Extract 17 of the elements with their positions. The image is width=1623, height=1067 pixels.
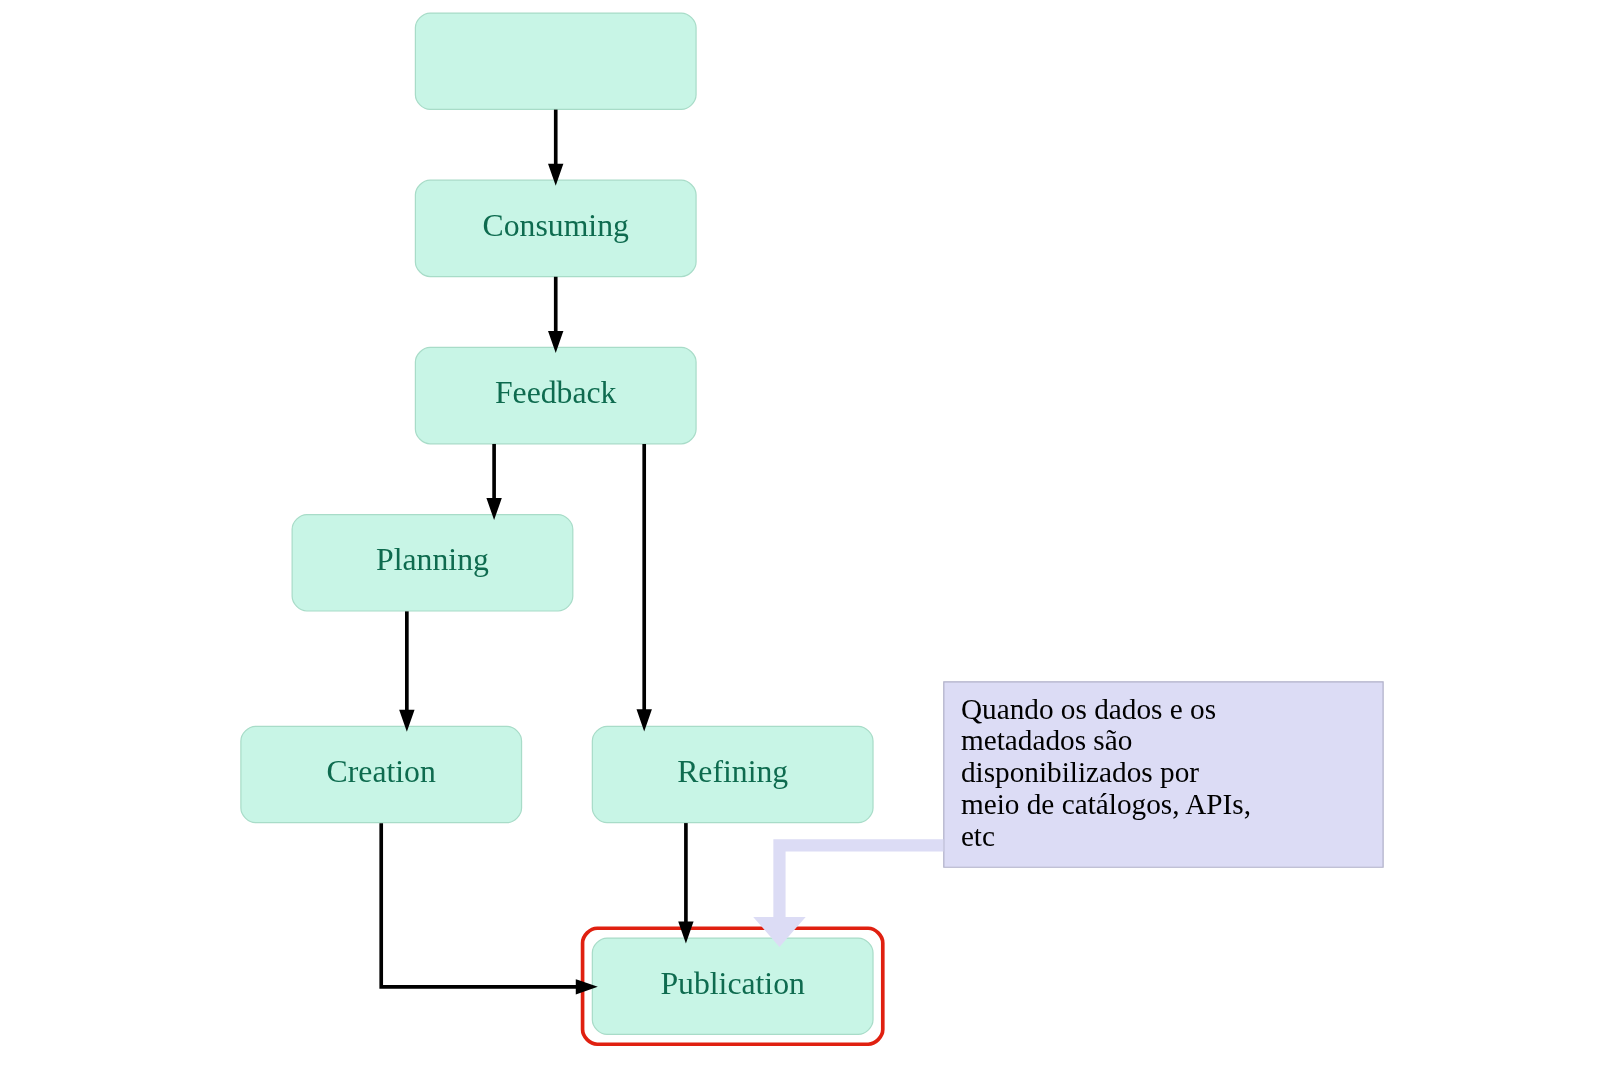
node-box: Quando os dados e os metadados são disponibilizados por meio de catálogos, APIs, etc (942, 681, 1384, 868)
arrow (378, 823, 598, 995)
arrow (485, 443, 502, 521)
arrow (636, 444, 652, 732)
cluster (580, 926, 885, 1047)
arrow (398, 611, 415, 732)
node-box: Refining (591, 725, 874, 824)
node-box: Feedback (414, 346, 697, 445)
node-box (414, 12, 697, 111)
node-box: Consuming (414, 179, 697, 278)
arrow (677, 823, 694, 944)
arrow (752, 839, 943, 947)
node-box: Publication (591, 937, 874, 1036)
arrow (547, 276, 563, 353)
arrow (547, 109, 563, 186)
node-box: Creation (239, 725, 522, 824)
node-box: Planning (291, 513, 573, 612)
